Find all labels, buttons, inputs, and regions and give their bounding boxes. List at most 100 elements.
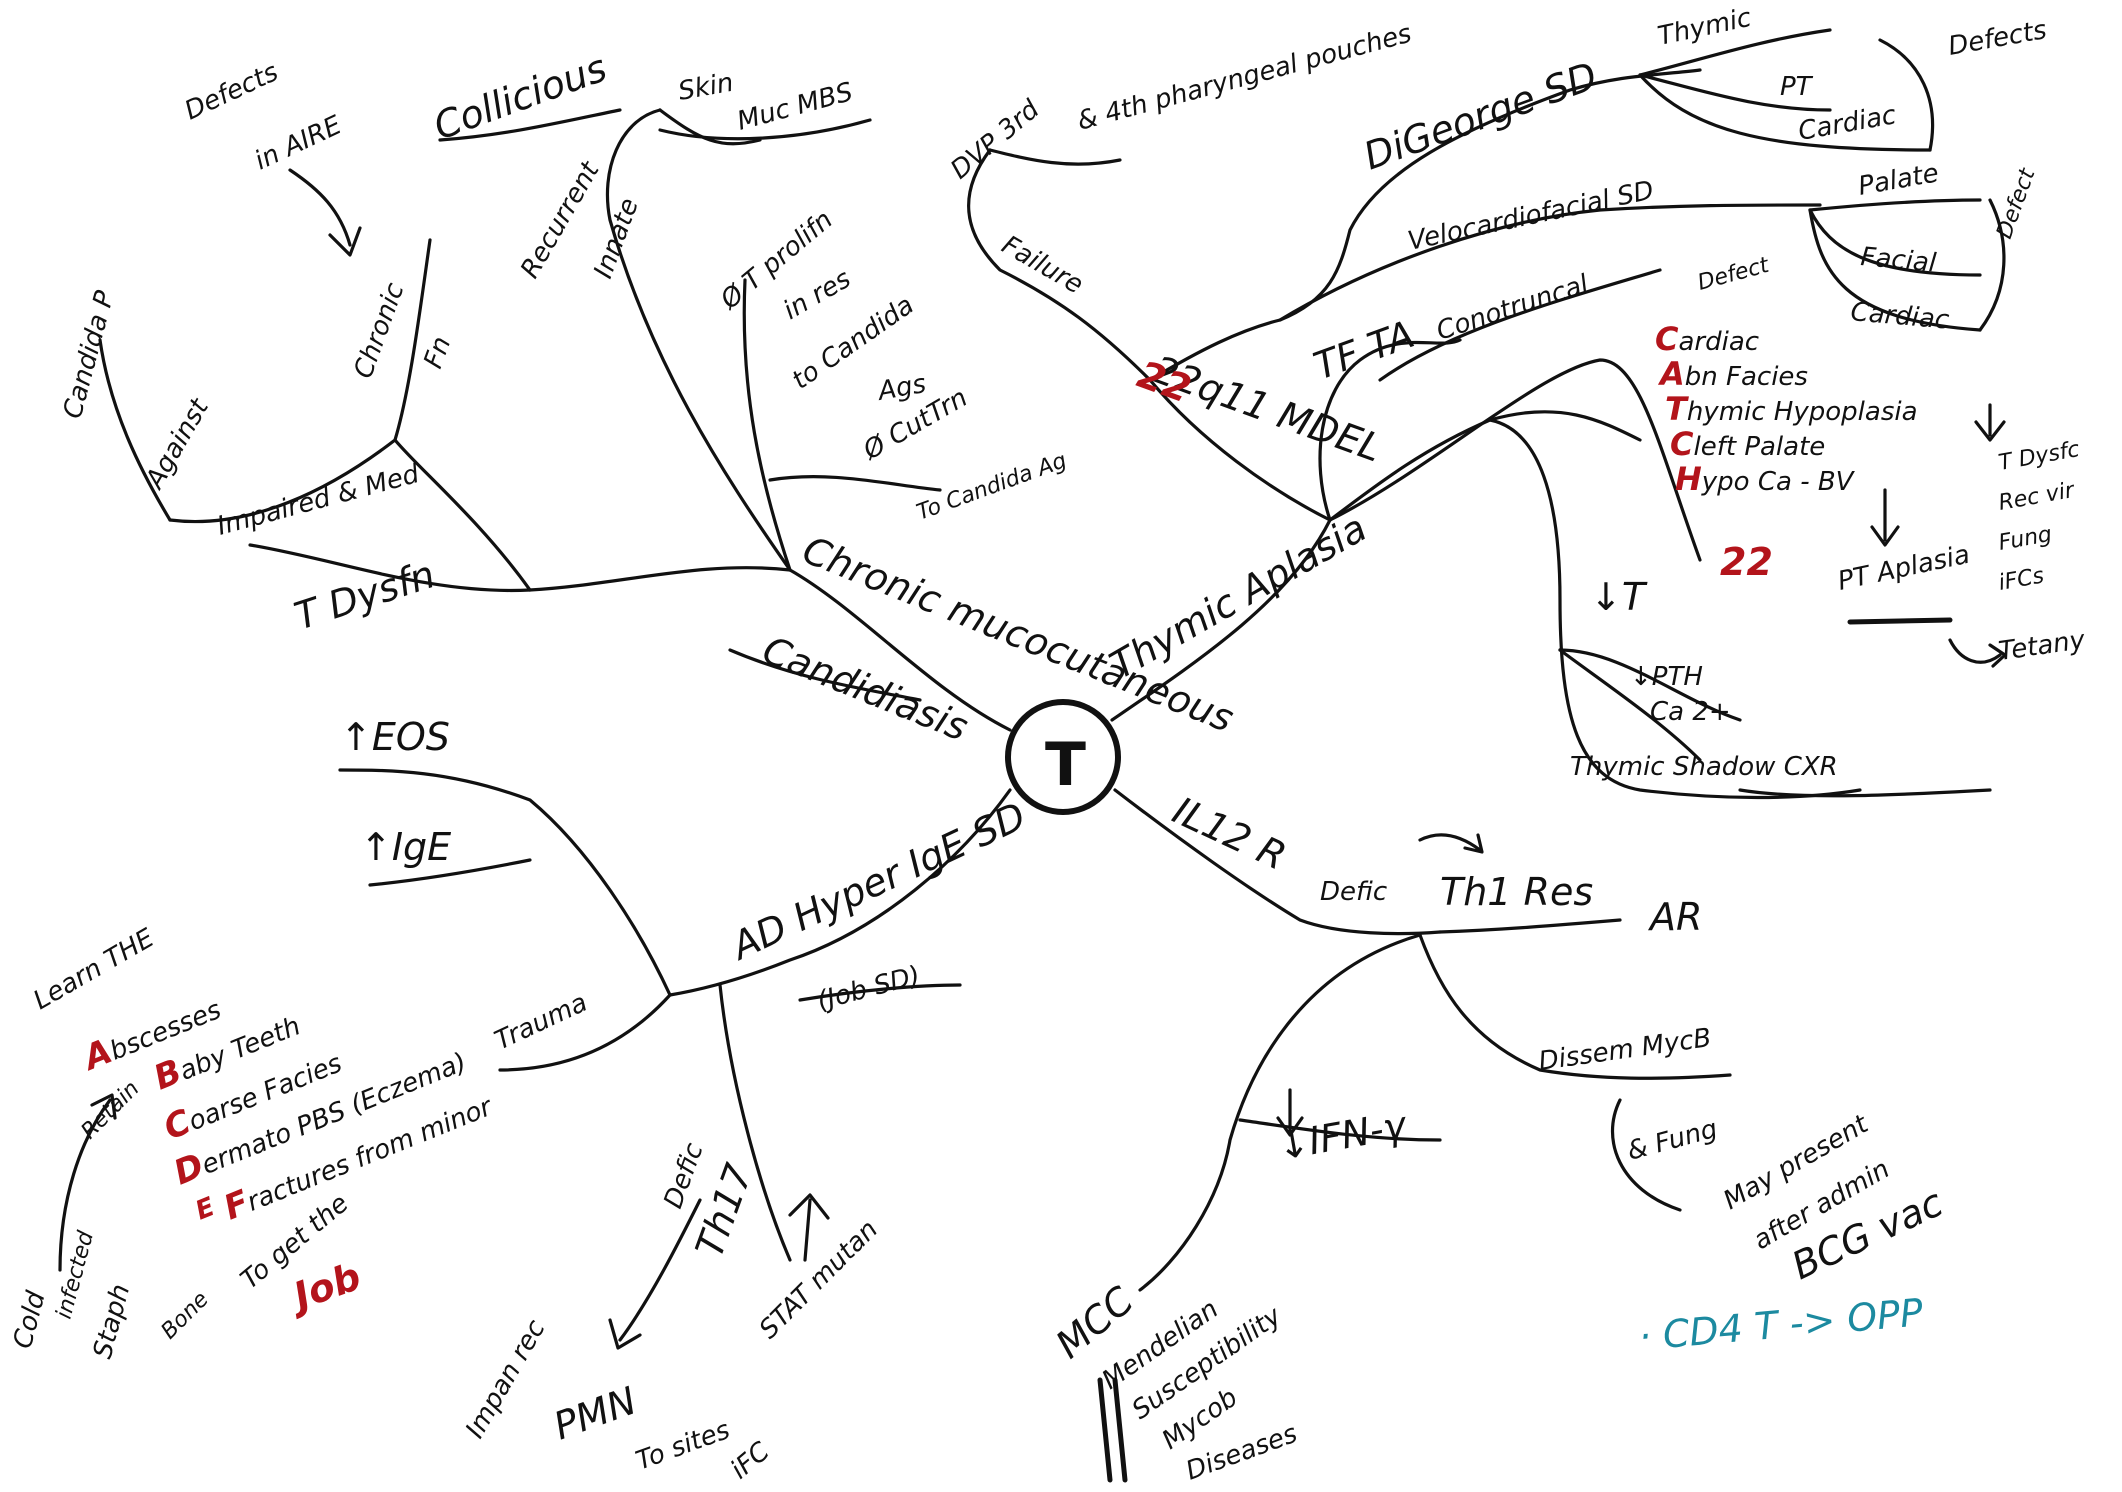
tetany-arrow <box>1948 638 2007 668</box>
label-il12-defic: Defic <box>1320 877 1387 907</box>
aire-arrow <box>288 168 352 247</box>
label-fung: Fung <box>1997 522 2054 556</box>
label-collicious: Collicious <box>428 46 612 149</box>
label-low-pth: ↓PTH <box>1630 662 1703 692</box>
catch-h: Hypo Ca - BV <box>1675 460 1856 498</box>
branch-candida-p <box>98 338 172 522</box>
label-defect: Defect <box>1992 164 2041 242</box>
job-underline <box>798 983 962 1002</box>
label-velo: Velocardiofacial SD <box>1405 175 1656 256</box>
branch-chronic <box>393 238 432 442</box>
label-defic: Defic <box>658 1139 709 1212</box>
label-candida-p: Candida P <box>58 288 121 422</box>
label-thymic-aplasia: Thymic Aplasia <box>1103 506 1374 688</box>
branch-cardiac2 <box>1808 208 1982 332</box>
label-retain: Retain <box>77 1076 145 1144</box>
label-catch-defect: Defect <box>1695 253 1773 296</box>
label-imp-rec: Impan rec <box>460 1315 552 1444</box>
branch-muc <box>658 118 872 141</box>
center-node <box>1005 699 1121 815</box>
branch-thymic-shadow <box>1488 418 1862 800</box>
label-tf-ta: TF TA <box>1308 312 1420 389</box>
stat-arrow <box>788 1193 830 1262</box>
branch-innate <box>605 108 792 572</box>
center-label: T <box>1045 730 1086 800</box>
label-in-res: in res <box>779 264 857 326</box>
label-fn: Fn <box>418 333 457 373</box>
label-cardiac: Cardiac <box>1796 100 1898 147</box>
label-staph: Staph <box>88 1281 137 1362</box>
label-trauma: Trauma <box>490 988 592 1057</box>
mnemonic-e: E <box>191 1192 219 1227</box>
fung-brace <box>1610 1098 1682 1212</box>
label-job-final: Job <box>281 1254 366 1321</box>
label-ifn: ↓IFN-γ <box>1274 1103 1412 1169</box>
label-cold: Cold <box>8 1288 52 1352</box>
label-rec-vir: Rec vir <box>1997 478 2078 516</box>
branch-tdysf <box>393 438 532 592</box>
label-dvp: DVP 3rd <box>945 94 1045 185</box>
label-against: Against <box>139 393 215 495</box>
branch-trauma <box>498 993 672 1072</box>
label-il12r: IL12 R <box>1166 788 1293 878</box>
shadow-line <box>1738 788 1992 798</box>
label-to-candida-ag: To Candida Ag <box>914 448 1071 525</box>
branch-th1res-left <box>1138 933 1422 1292</box>
label-low-t: ↓T <box>1590 575 1648 619</box>
label-conotruncal: Conotruncal <box>1433 269 1593 347</box>
branch-eos <box>338 768 672 997</box>
branch-thymic-aplasia <box>1110 410 1642 722</box>
label-t-dysfc: T Dysfc <box>1997 437 2082 476</box>
branch-palate <box>1808 198 1982 212</box>
catch-c2: Cleft Palate <box>1670 425 1825 463</box>
pt-aplasia-underline <box>1847 617 1953 625</box>
branch-ige <box>368 858 532 887</box>
label-pt: PT <box>1780 72 1814 102</box>
label-bone: Bone <box>157 1287 214 1344</box>
branch-ifn <box>1238 1118 1442 1142</box>
aire-arrow-head <box>328 226 362 257</box>
branch-defic-th17 <box>718 983 792 1262</box>
label-defects-1: Defects <box>180 57 283 126</box>
branch-candidiasis <box>248 543 1012 732</box>
catch-a: Abn Facies <box>1657 355 1808 393</box>
ifn-arrow <box>1276 1088 1304 1137</box>
branch-impaired <box>168 438 397 524</box>
branch-low-pth <box>1558 648 1742 722</box>
label-ar: AR <box>1647 895 1702 939</box>
catch-c1: Cardiac <box>1655 320 1759 358</box>
thymic-hypoplasia-arrow <box>1974 403 2006 442</box>
label-infected: infected <box>52 1228 100 1322</box>
label-innate: Innate <box>588 194 644 282</box>
branch-digeorge <box>1148 68 1702 382</box>
branch-facial <box>1808 208 1982 277</box>
label-pouches: & 4th pharyngeal pouches <box>1074 19 1415 137</box>
label-defects-2: in AIRE <box>250 110 346 176</box>
catch-t: Thymic Hypoplasia <box>1665 390 1918 428</box>
label-il12-fung: & Fung <box>1624 1114 1721 1167</box>
branch-ar <box>1438 918 1622 934</box>
label-to-sites: To sites <box>632 1415 734 1476</box>
label-candidiasis: Candidiasis <box>757 628 974 750</box>
th1-arrow <box>1418 833 1484 854</box>
pmn-arrow <box>608 1198 702 1350</box>
mcc-bar-2 <box>1112 1377 1128 1483</box>
label-thymic: Thymic <box>1655 3 1754 52</box>
branch-22q11 <box>967 148 1332 522</box>
label-ca: Ca 2+ <box>1650 697 1731 727</box>
label-stat: STAT mutan <box>754 1215 884 1345</box>
label-facial: Facial <box>1859 242 1938 279</box>
velo-defect-brace <box>1978 198 2006 332</box>
candida-chronic-underline <box>438 108 622 142</box>
label-ige: ↑IgE <box>360 825 451 869</box>
label-thymic-shadow: Thymic Shadow CXR <box>1570 752 1838 782</box>
hypoca-arrow <box>1870 488 1900 547</box>
branch-innate-2 <box>658 108 762 146</box>
label-ags: Ags <box>874 369 928 407</box>
label-th1-res: Th1 Res <box>1440 870 1593 914</box>
branch-thymic-cxr <box>1558 648 1702 762</box>
label-ad-hyper-ige: AD Hyper IgE SD <box>722 794 1032 970</box>
label-failure: Failure <box>997 230 1089 300</box>
label-tetany: Tetany <box>1997 625 2088 667</box>
